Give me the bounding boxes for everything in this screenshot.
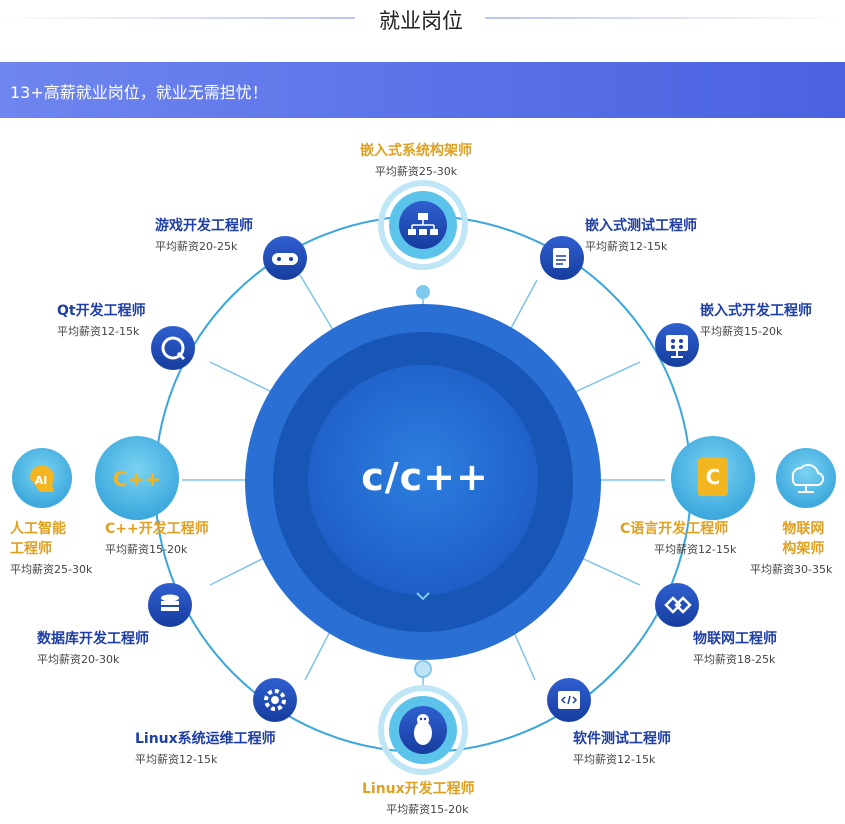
penguin-icon xyxy=(378,685,468,775)
header-line-left xyxy=(0,17,355,19)
job-title-line2: 构架师 xyxy=(782,541,825,557)
job-cpp-dev: C++开发工程师 平均薪资15-20k xyxy=(105,518,209,557)
job-title: Linux开发工程师 xyxy=(362,781,475,797)
page-title: 就业岗位 xyxy=(379,9,463,33)
job-qt-dev: Qt开发工程师 平均薪资12-15k xyxy=(57,300,146,339)
job-title: C语言开发工程师 xyxy=(620,521,729,537)
svg-text:C++: C++ xyxy=(113,467,161,491)
gear-icon xyxy=(253,678,297,722)
dot-bottom xyxy=(414,660,432,678)
job-salary: 平均薪资12-15k xyxy=(585,240,668,253)
job-diagram: C C++ AI xyxy=(12,180,836,775)
banner-text: 13+高薪就业岗位，就业无需担忧！ xyxy=(10,83,268,102)
job-title: Linux系统运维工程师 xyxy=(135,731,276,747)
qt-icon xyxy=(151,326,195,370)
job-game-dev: 游戏开发工程师 平均薪资20-25k xyxy=(155,215,253,254)
job-title: 嵌入式测试工程师 xyxy=(585,218,697,234)
cpp-icon: C++ xyxy=(95,436,179,520)
job-title-line1: 物联网 xyxy=(782,521,825,537)
job-salary: 平均薪资12-15k xyxy=(135,753,218,766)
job-title: 数据库开发工程师 xyxy=(37,631,149,647)
job-salary: 平均薪资20-25k xyxy=(155,240,238,253)
job-salary: 平均薪资18-25k xyxy=(693,653,776,666)
center-inner xyxy=(308,365,538,595)
job-embedded-dev: 嵌入式开发工程师 平均薪资15-20k xyxy=(700,300,812,339)
link-icon xyxy=(655,583,699,627)
banner: 13+高薪就业岗位，就业无需担忧！ xyxy=(0,62,845,118)
job-title: C++开发工程师 xyxy=(105,521,209,537)
center-label: c/c++ xyxy=(361,455,489,499)
job-title: 嵌入式开发工程师 xyxy=(700,303,812,319)
dot-top xyxy=(416,285,430,299)
job-title: 嵌入式系统构架师 xyxy=(360,143,472,159)
sitemap-icon xyxy=(378,180,468,270)
job-salary: 平均薪资25-30k xyxy=(10,563,93,576)
job-salary: 平均薪资12-15k xyxy=(573,753,656,766)
job-salary: 平均薪资15-20k xyxy=(700,325,783,338)
job-salary: 平均薪资12-15k xyxy=(654,543,737,556)
job-database-dev: 数据库开发工程师 平均薪资20-30k xyxy=(37,628,149,667)
code-icon xyxy=(547,678,591,722)
svg-text:AI: AI xyxy=(35,474,48,487)
job-embedded-architect: 嵌入式系统构架师 平均薪资25-30k xyxy=(360,140,472,179)
job-software-test: 软件测试工程师 平均薪资12-15k xyxy=(573,728,671,767)
job-linux-ops: Linux系统运维工程师 平均薪资12-15k xyxy=(135,728,276,767)
chip-screen-icon xyxy=(655,323,699,367)
job-c-dev: C语言开发工程师 平均薪资12-15k xyxy=(620,518,736,557)
job-salary: 平均薪资12-15k xyxy=(57,325,140,338)
gamepad-icon xyxy=(263,236,307,280)
job-salary: 平均薪资15-20k xyxy=(105,543,188,556)
job-title-line1: 人工智能 xyxy=(10,521,66,537)
cloud-network-icon xyxy=(776,448,836,508)
job-iot-architect: 物联网 构架师 平均薪资30-35k xyxy=(750,518,832,577)
job-salary: 平均薪资30-35k xyxy=(750,563,833,576)
job-embedded-test: 嵌入式测试工程师 平均薪资12-15k xyxy=(585,215,697,254)
document-test-icon xyxy=(540,236,584,280)
svg-text:C: C xyxy=(706,465,721,489)
database-icon xyxy=(148,583,192,627)
job-title: 游戏开发工程师 xyxy=(155,218,253,234)
job-title: 软件测试工程师 xyxy=(573,731,671,747)
job-salary: 平均薪资20-30k xyxy=(37,653,120,666)
ai-icon: AI xyxy=(12,448,72,508)
c-letter-icon: C xyxy=(671,436,755,520)
job-title-line2: 工程师 xyxy=(10,541,52,557)
job-ai-engineer: 人工智能 工程师 平均薪资25-30k xyxy=(10,518,92,577)
job-salary: 平均薪资25-30k xyxy=(374,165,458,178)
chevron-down-icon xyxy=(416,592,430,601)
job-salary: 平均薪资15-20k xyxy=(386,803,469,816)
job-title: 物联网工程师 xyxy=(693,631,777,647)
job-linux-dev: Linux开发工程师 平均薪资15-20k xyxy=(362,778,475,817)
header-line-right xyxy=(485,17,845,19)
job-iot-engineer: 物联网工程师 平均薪资18-25k xyxy=(693,628,777,667)
job-title: Qt开发工程师 xyxy=(57,303,146,319)
